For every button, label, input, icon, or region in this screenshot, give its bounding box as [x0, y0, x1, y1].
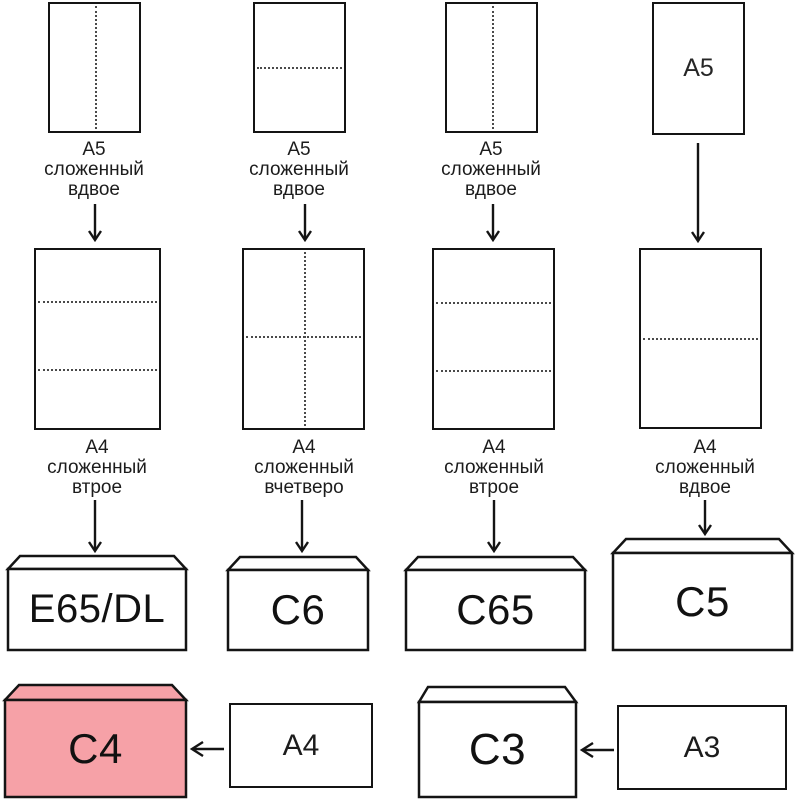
down-arrow-icon	[486, 204, 500, 242]
label-a4-folded-col1: А4 сложенный втрое	[47, 437, 147, 498]
label-a5-folded-col2: А5 сложенный вдвое	[249, 139, 349, 200]
down-arrow-icon	[698, 500, 712, 536]
down-arrow-icon	[691, 143, 705, 243]
paper-a4-col1	[34, 248, 161, 430]
paper-a3-source	[617, 705, 787, 790]
fold-line-horizontal	[643, 338, 758, 340]
envelope-label-c4: C4	[68, 724, 123, 772]
envelope-c65	[403, 555, 588, 652]
paper-a5-col2	[253, 2, 346, 133]
label-a4-folded-col4: А4 сложенный вдвое	[655, 437, 755, 498]
envelope-c3	[416, 685, 579, 799]
envelope-label-c3: C3	[468, 724, 527, 774]
envelope-label-c6: C6	[270, 586, 326, 633]
fold-line-horizontal	[38, 369, 157, 371]
down-arrow-icon	[487, 500, 501, 553]
fold-line-horizontal	[436, 302, 551, 304]
fold-line-horizontal	[246, 336, 361, 338]
paper-a4-col4	[639, 248, 762, 429]
envelope-label-c65: C65	[456, 586, 535, 633]
fold-line-vertical	[303, 252, 306, 426]
fold-line-vertical	[94, 6, 97, 129]
envelope-c5	[610, 537, 795, 652]
envelope-c6	[225, 555, 371, 652]
left-arrow-icon	[189, 741, 224, 757]
down-arrow-icon	[295, 500, 309, 553]
fold-line-horizontal	[436, 370, 551, 372]
fold-line-horizontal	[257, 67, 342, 69]
paper-a4-source	[229, 703, 373, 788]
paper-a5-col3	[445, 2, 538, 133]
envelope-label-c5: C5	[675, 577, 730, 625]
paper-a5-col1	[48, 2, 141, 133]
down-arrow-icon	[88, 204, 102, 242]
envelope-e65dl	[5, 554, 189, 652]
paper-a4-col2	[242, 248, 365, 430]
down-arrow-icon	[88, 500, 102, 553]
envelope-label-e65dl: E65/DL	[28, 587, 166, 631]
left-arrow-icon	[579, 742, 614, 758]
paper-size-label: А5	[683, 54, 714, 82]
label-a5-folded-col3: А5 сложенный вдвое	[441, 139, 541, 200]
fold-line-vertical	[491, 6, 494, 129]
label-a4-folded-col2: А4 сложенный вчетверо	[254, 437, 354, 498]
paper-label-a4: А4	[282, 728, 320, 762]
down-arrow-icon	[298, 204, 312, 242]
paper-label-a3: А3	[683, 730, 721, 764]
paper-a5-col4: А5	[652, 2, 745, 135]
label-a5-folded-col1: А5 сложенный вдвое	[44, 139, 144, 200]
fold-line-horizontal	[38, 301, 157, 303]
label-a4-folded-col3: А4 сложенный втрое	[444, 437, 544, 498]
paper-a4-col3	[432, 248, 555, 430]
envelope-c4-highlighted	[2, 683, 189, 799]
